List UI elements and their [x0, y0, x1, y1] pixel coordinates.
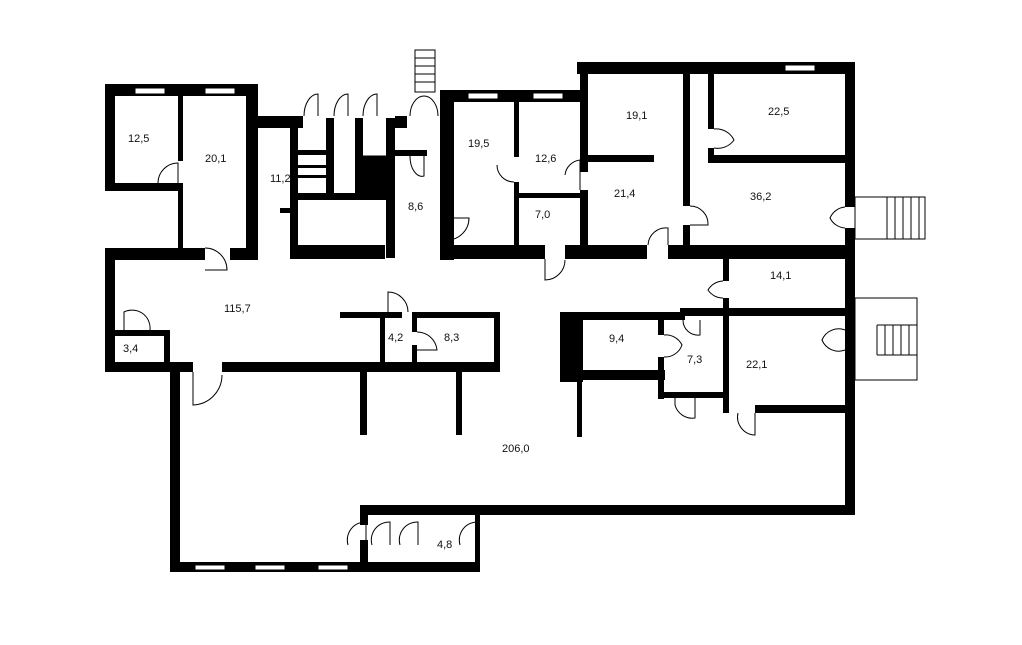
- room-label: 19,5: [468, 138, 489, 150]
- room-label: 8,6: [408, 201, 423, 213]
- room-label: 19,1: [626, 110, 647, 122]
- room-label: 36,2: [750, 191, 771, 203]
- room-label: 9,4: [609, 333, 624, 345]
- room-label: 14,1: [770, 270, 791, 282]
- room-label: 7,3: [687, 354, 702, 366]
- room-label: 8,3: [444, 332, 459, 344]
- room-label: 22,1: [746, 359, 767, 371]
- room-label: 3,4: [123, 343, 138, 355]
- room-label: 21,4: [614, 188, 635, 200]
- windows: [134, 64, 816, 571]
- room-labels: 12,5 20,1 11,2 8,6 19,5 12,6 7,0 19,1 21…: [123, 106, 791, 551]
- room-label: 7,0: [535, 209, 550, 221]
- room-label: 12,6: [535, 153, 556, 165]
- walls: [105, 62, 855, 572]
- room-label: 20,1: [205, 153, 226, 165]
- room-label: 4,8: [437, 539, 452, 551]
- room-label: 12,5: [128, 133, 149, 145]
- room-label: 22,5: [768, 106, 789, 118]
- room-label: 206,0: [502, 443, 530, 455]
- room-label: 4,2: [388, 332, 403, 344]
- room-label: 115,7: [224, 303, 251, 315]
- doors: [123, 93, 846, 546]
- room-label: 11,2: [270, 173, 291, 185]
- stairs: [298, 49, 926, 381]
